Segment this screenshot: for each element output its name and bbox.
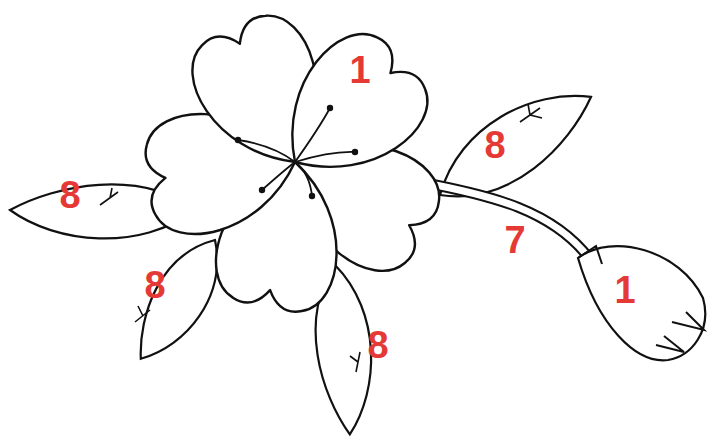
bud-sepals xyxy=(578,246,704,352)
anther xyxy=(352,149,358,155)
callout-number: 8 xyxy=(144,266,165,304)
leaf-vein xyxy=(100,188,118,205)
stem-fill xyxy=(420,182,592,262)
petal xyxy=(254,18,443,206)
stamen xyxy=(295,162,312,196)
leaf-vein xyxy=(520,104,542,122)
leaf-vein xyxy=(135,306,150,322)
anther xyxy=(259,187,265,193)
stamen xyxy=(262,162,295,190)
leaf-vein xyxy=(350,352,360,372)
callout-number: 8 xyxy=(484,126,505,164)
anther xyxy=(327,105,333,111)
anther xyxy=(235,137,241,143)
anther xyxy=(309,193,315,199)
callout-number: 1 xyxy=(349,51,370,89)
flower-bud xyxy=(578,246,705,360)
callout-number: 8 xyxy=(367,326,388,364)
stamen xyxy=(295,152,355,162)
callout-number: 1 xyxy=(614,271,635,309)
callout-number: 8 xyxy=(59,176,80,214)
leaf xyxy=(422,70,607,220)
callout-number: 7 xyxy=(504,221,525,259)
stem xyxy=(420,182,592,262)
stamen xyxy=(238,140,295,162)
